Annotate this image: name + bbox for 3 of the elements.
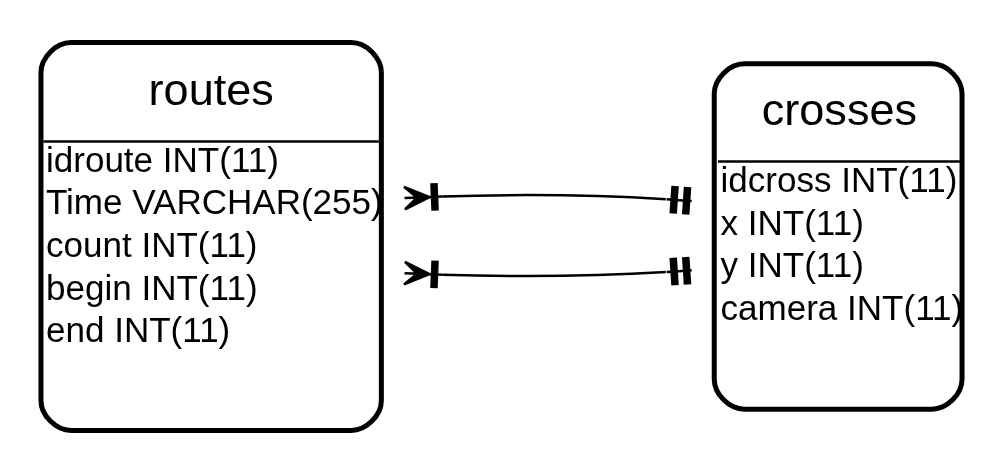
node-box: routes idroute INT(11) Time VARCHAR(255) count INT(11) begin INT(11) end INT(11) bbox=[38, 39, 384, 433]
connector bbox=[402, 182, 692, 215]
node-box: crosses idcross INT(11) x INT(11) y INT(11) camera INT(11) bbox=[711, 60, 965, 412]
